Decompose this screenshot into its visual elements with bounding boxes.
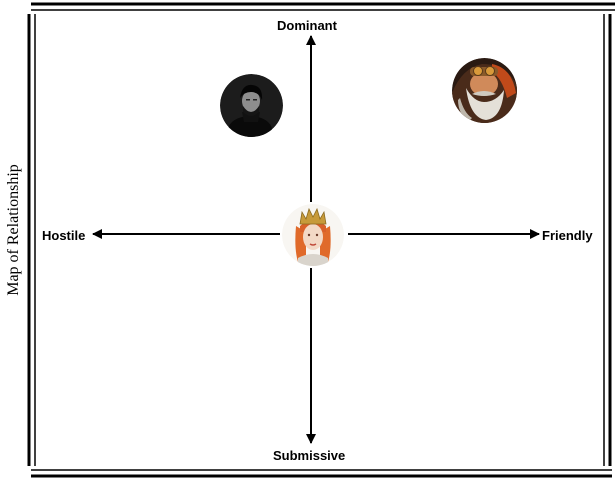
axis-label-hostile: Hostile	[42, 228, 86, 243]
top-border	[31, 2, 615, 11]
axis-label-submissive: Submissive	[273, 448, 346, 463]
diagram-title: Map of Relationship	[5, 164, 22, 296]
bearded-old-man-with-goggles-portrait-icon	[452, 58, 517, 123]
left-border	[27, 14, 36, 466]
axis-label-friendly: Friendly	[542, 228, 593, 243]
axis-label-dominant: Dominant	[277, 18, 337, 33]
dark-haired-man-portrait-icon	[220, 74, 283, 137]
right-border	[603, 14, 612, 466]
bottom-border	[31, 469, 612, 478]
red-haired-queen-with-crown-portrait-icon	[282, 204, 344, 266]
